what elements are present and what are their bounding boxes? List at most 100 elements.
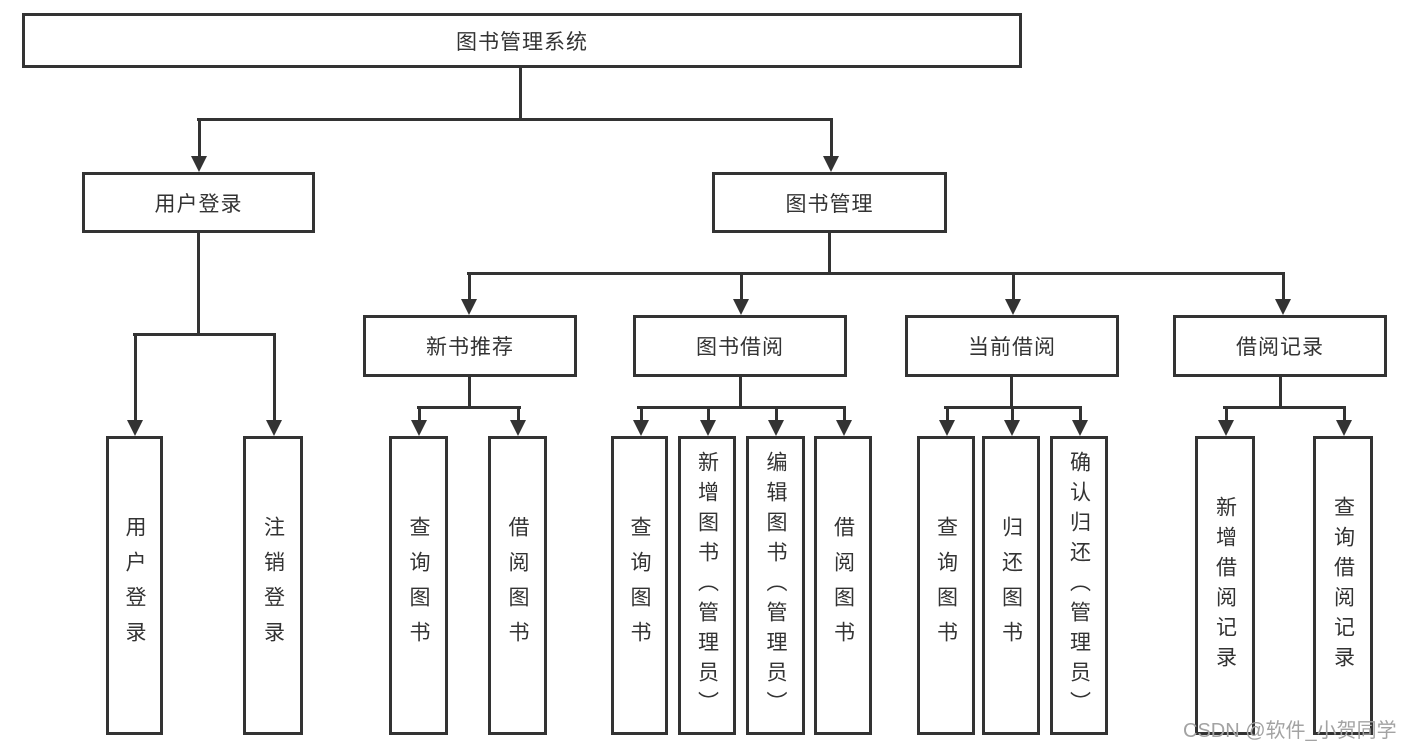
leaf-bb-query-books: 查询图书 xyxy=(611,436,668,735)
leaf-br-add-record: 新增借阅记录 xyxy=(1195,436,1255,735)
leaf-bb-query-books-label: 查询图书 xyxy=(628,515,651,656)
leaf-br-query-record-label: 查询借阅记录 xyxy=(1331,495,1355,676)
arrow-down-leaf xyxy=(1218,406,1234,436)
arrow-down-leaf xyxy=(1004,406,1020,436)
leaf-cb-query-books-label: 查询图书 xyxy=(934,515,958,656)
connector-user-login-trunk xyxy=(197,233,200,333)
connector-borrow-record-rail xyxy=(1223,406,1344,409)
leaf-bb-borrow-books: 借阅图书 xyxy=(814,436,872,735)
leaf-logout: 注销登录 xyxy=(243,436,303,735)
arrowhead-down-icon xyxy=(836,420,852,436)
arrowhead-down-icon xyxy=(768,420,784,436)
connector-stem xyxy=(639,406,643,420)
connector-stem xyxy=(706,406,710,420)
arrow-down-leaf xyxy=(700,406,716,436)
arrowhead-down-icon xyxy=(823,156,839,172)
arrowhead-down-icon xyxy=(1336,420,1352,436)
connector-stem xyxy=(829,118,833,156)
arrowhead-down-icon xyxy=(1072,420,1088,436)
connector-new-book-rec-rail xyxy=(417,406,521,409)
arrowhead-down-icon xyxy=(700,420,716,436)
arrowhead-down-icon xyxy=(510,420,526,436)
leaf-cb-confirm-return-admin-label: 确认归还（管理员） xyxy=(1067,450,1091,721)
connector-stem xyxy=(467,272,471,299)
arrow-down-leaf xyxy=(633,406,649,436)
node-user-login: 用户登录 xyxy=(82,172,315,233)
connector-stem xyxy=(197,118,201,156)
leaf-cb-return-books-label: 归还图书 xyxy=(999,515,1023,656)
arrow-down-borrow-record xyxy=(1275,272,1291,315)
connector-root-trunk xyxy=(519,68,522,120)
arrow-down-book-borrow xyxy=(733,272,749,315)
node-user-login-label: 用户登录 xyxy=(154,192,243,216)
connector-stem xyxy=(417,406,421,420)
node-library-system-label: 图书管理系统 xyxy=(456,30,588,54)
connector-stem xyxy=(272,333,276,420)
connector-stem xyxy=(1281,272,1285,299)
leaf-bb-add-book-admin: 新增图书（管理员） xyxy=(678,436,736,735)
connector-book-borrow-trunk xyxy=(739,377,742,408)
node-library-system: 图书管理系统 xyxy=(22,13,1022,68)
csdn-watermark: CSDN @软件_小贺同学 xyxy=(1183,720,1397,742)
arrow-down-leaf xyxy=(836,406,852,436)
arrowhead-down-icon xyxy=(1005,299,1021,315)
connector-stem xyxy=(842,406,846,420)
leaf-bb-edit-book-admin-label: 编辑图书（管理员） xyxy=(764,450,787,721)
node-book-mgmt-label: 图书管理 xyxy=(785,192,874,216)
arrowhead-down-icon xyxy=(266,420,282,436)
leaf-br-add-record-label: 新增借阅记录 xyxy=(1213,495,1237,676)
connector-stem xyxy=(516,406,520,420)
arrow-down-leaf xyxy=(510,406,526,436)
connector-stem xyxy=(1224,406,1228,420)
leaf-bb-borrow-books-label: 借阅图书 xyxy=(831,515,855,656)
arrowhead-down-icon xyxy=(191,156,207,172)
leaf-bb-add-book-admin-label: 新增图书（管理员） xyxy=(695,450,719,721)
arrowhead-down-icon xyxy=(939,420,955,436)
node-new-book-rec: 新书推荐 xyxy=(363,315,577,377)
node-current-borrow: 当前借阅 xyxy=(905,315,1119,377)
connector-level2-rail xyxy=(467,272,1283,275)
leaf-user-login: 用户登录 xyxy=(106,436,163,735)
connector-new-book-rec-trunk xyxy=(468,377,471,408)
arrow-down-leaf-user-login xyxy=(127,333,143,436)
leaf-cb-return-books: 归还图书 xyxy=(982,436,1040,735)
arrowhead-down-icon xyxy=(1275,299,1291,315)
node-book-borrow-label: 图书借阅 xyxy=(696,336,784,359)
arrow-down-leaf-logout xyxy=(266,333,282,436)
connector-stem xyxy=(1078,406,1082,420)
arrowhead-down-icon xyxy=(411,420,427,436)
connector-book-borrow-rail xyxy=(637,406,845,409)
arrow-down-leaf xyxy=(939,406,955,436)
connector-user-login-rail xyxy=(133,333,275,336)
leaf-user-login-label: 用户登录 xyxy=(123,515,146,656)
leaf-rec-borrow-books: 借阅图书 xyxy=(488,436,547,735)
arrow-down-leaf xyxy=(411,406,427,436)
arrow-down-current-borrow xyxy=(1005,272,1021,315)
connector-stem xyxy=(1011,272,1015,299)
leaf-rec-borrow-books-label: 借阅图书 xyxy=(506,515,529,656)
arrow-down-user-login xyxy=(191,118,207,172)
connector-stem xyxy=(774,406,778,420)
connector-borrow-record-trunk xyxy=(1279,377,1282,408)
arrowhead-down-icon xyxy=(733,299,749,315)
arrowhead-down-icon xyxy=(127,420,143,436)
leaf-cb-confirm-return-admin: 确认归还（管理员） xyxy=(1050,436,1108,735)
connector-level1-rail xyxy=(197,118,833,121)
leaf-rec-query-books: 查询图书 xyxy=(389,436,448,735)
arrow-down-book-mgmt xyxy=(823,118,839,172)
connector-book-mgmt-trunk xyxy=(828,233,831,274)
node-borrow-record: 借阅记录 xyxy=(1173,315,1387,377)
arrowhead-down-icon xyxy=(1004,420,1020,436)
node-new-book-rec-label: 新书推荐 xyxy=(426,336,514,359)
node-borrow-record-label: 借阅记录 xyxy=(1236,336,1324,359)
leaf-br-query-record: 查询借阅记录 xyxy=(1313,436,1373,735)
arrowhead-down-icon xyxy=(1218,420,1234,436)
arrow-down-leaf xyxy=(768,406,784,436)
connector-stem xyxy=(1010,406,1014,420)
node-current-borrow-label: 当前借阅 xyxy=(968,336,1056,359)
arrow-down-leaf xyxy=(1336,406,1352,436)
leaf-rec-query-books-label: 查询图书 xyxy=(407,515,430,656)
connector-stem xyxy=(739,272,743,299)
connector-current-borrow-trunk xyxy=(1010,377,1013,408)
connector-stem xyxy=(1342,406,1346,420)
